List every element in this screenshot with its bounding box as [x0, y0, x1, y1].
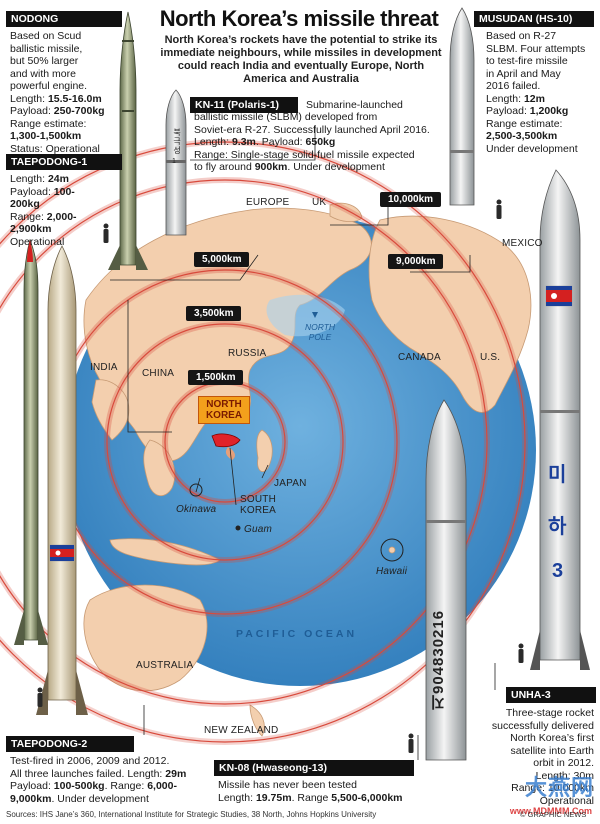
place-australia: AUSTRALIA [136, 660, 194, 671]
range-badge-5000: 5,000km [194, 252, 250, 267]
north-korea-shape [211, 433, 241, 448]
kn08-serial-marking: 지904830216 [430, 609, 447, 711]
japan-land [256, 429, 273, 472]
9000-leader [410, 255, 471, 273]
unha3-label: UNHA-3 [506, 687, 596, 703]
place-russia: RUSSIA [228, 348, 267, 359]
japan-leader [261, 464, 269, 479]
place-pacific-ocean: PACIFIC OCEAN [236, 628, 358, 640]
ring-10000 [0, 141, 526, 743]
nodong-rocket [108, 11, 148, 270]
okinawa-marker [189, 483, 203, 497]
ring-9000 [0, 179, 488, 705]
watermark-logo: 大燕网 [524, 775, 594, 800]
north-pole-marker [312, 312, 318, 318]
india-land [91, 379, 130, 441]
kn11-number-marking: 1 [172, 158, 176, 165]
okinawa-leader [195, 477, 201, 493]
place-us: U.S. [480, 352, 501, 363]
taepodong2-label: TAEPODONG-2 [6, 736, 134, 752]
ring-3500 [106, 323, 344, 561]
range-badge-10000: 10,000km [380, 192, 442, 207]
kn08-rocket [425, 399, 467, 761]
place-guam: Guam [244, 524, 273, 535]
intro-text: North Korea’s rockets have the potential… [160, 34, 442, 85]
place-north-pole: NORTH POLE [304, 322, 336, 342]
person-icon [518, 643, 524, 663]
new-zealand-land [249, 704, 265, 737]
person-icon [408, 733, 414, 753]
scale-figures [37, 199, 524, 753]
place-china: CHINA [142, 368, 175, 379]
person-icon [103, 223, 109, 243]
place-canada: CANADA [398, 352, 441, 363]
musudan-label: MUSUDAN (HS-10) [474, 11, 594, 27]
musudan-leader [330, 200, 389, 226]
guam-dot [235, 525, 241, 531]
place-uk: UK [312, 197, 327, 208]
taepodong2-rocket [36, 245, 88, 715]
se-asia-land [143, 439, 176, 496]
taepodong1-leader [127, 300, 172, 433]
kn08-label: KN-08 (Hwaseong-13) [214, 760, 414, 776]
eurasia-land [83, 207, 372, 462]
musudan-rocket [449, 7, 475, 206]
place-okinawa: Okinawa [176, 504, 217, 515]
place-europe: EUROPE [246, 197, 290, 208]
sources-footer: Sources: IHS Jane’s 360, International I… [6, 810, 377, 819]
place-new-zealand: NEW ZEALAND [204, 725, 279, 736]
hawaii-land [388, 546, 396, 554]
nodong-leader [110, 254, 259, 281]
credit-footer: © GRAPHIC NEWS [520, 810, 587, 819]
place-japan: JAPAN [274, 478, 307, 489]
taepodong1-label: TAEPODONG-1 [6, 154, 122, 170]
person-icon [37, 687, 43, 707]
unha3-info: Three-stage rocket successfully delivere… [491, 707, 594, 807]
south-korea-leader [229, 447, 237, 506]
australia-land [83, 584, 208, 692]
nodong-info: Based on Scud ballistic missile, but 50%… [10, 30, 105, 155]
range-badge-9000: 9,000km [388, 254, 444, 269]
kn11-info-first: Submarine-launched [306, 99, 403, 111]
kn11-leader [190, 125, 316, 161]
hawaii-marker [380, 538, 404, 562]
place-india: INDIA [90, 362, 118, 373]
kn11-info: ballistic missile (SLBM) developed from … [194, 111, 430, 173]
unha-marking-1: 미 [548, 464, 567, 486]
kn08-info: Missile has never been tested Length: 19… [218, 779, 403, 804]
place-mexico: MEXICO [502, 238, 543, 249]
place-south-korea: SOUTH KOREA [240, 494, 277, 516]
musudan-info: Based on R-27 SLBM. Four attempts to tes… [486, 30, 586, 155]
kn11-rocket [165, 89, 187, 236]
taepodong1-rocket [14, 238, 48, 645]
taepodong2-info: Test-fired in 2006, 2009 and 2012. All t… [10, 755, 187, 805]
nodong-label: NODONG [6, 11, 122, 27]
watermark-url: www.MDMMM.Com [509, 806, 592, 816]
kn11-label: KN-11 (Polaris-1) [190, 97, 298, 113]
range-badge-1500: 1,500km [188, 370, 244, 385]
place-hawaii: Hawaii [376, 566, 408, 577]
unha-marking-3: 3 [552, 560, 564, 582]
taepodong1-info: Length: 24m Payload: 100-200kg Range: 2,… [10, 173, 77, 248]
page-title: North Korea’s missile threat [159, 6, 439, 31]
unha-marking-2: 하 [548, 516, 567, 538]
north-korea-label: NORTH KOREA [198, 396, 250, 424]
kn11-hangul-marking: 북극성 [173, 128, 181, 155]
person-icon [496, 199, 502, 219]
arctic-ice [266, 294, 345, 337]
leader-lines [110, 125, 496, 760]
unha3-rocket [530, 169, 590, 670]
range-badge-3500: 3,500km [186, 306, 242, 321]
